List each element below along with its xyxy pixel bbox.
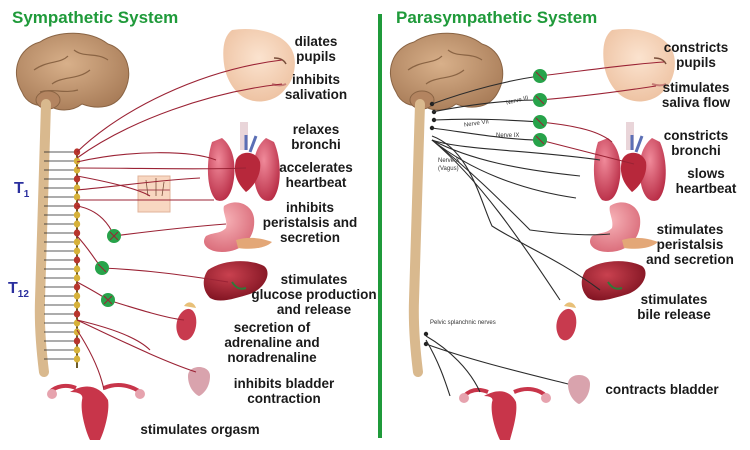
chain-ganglion xyxy=(73,256,81,264)
chain-ganglion xyxy=(73,175,81,183)
uterus-right xyxy=(459,387,551,440)
effect-stimulates-glucose: stimulates glucose production and releas… xyxy=(251,272,377,317)
face-right xyxy=(603,28,675,102)
liver-right xyxy=(581,261,646,301)
parasympathetic-postganglionic xyxy=(539,61,665,165)
face-left xyxy=(223,28,295,102)
chain-ganglion xyxy=(73,211,81,219)
nerve-x-label: Nerve X xyxy=(438,158,460,164)
chain-ganglion xyxy=(73,265,81,273)
effect-inhibits-peristalsis: inhibits peristalsis and secretion xyxy=(262,200,358,245)
sympathetic-nerves xyxy=(76,59,283,391)
chain-ganglion xyxy=(73,229,81,237)
parasympathetic-nerves xyxy=(425,75,611,397)
effect-stimulates-peristalsis: stimulates peristalsis and secretion xyxy=(646,222,734,267)
chain-ganglion xyxy=(73,337,81,345)
spinal-cord-left xyxy=(34,99,51,377)
t1-label: T1 xyxy=(14,180,30,201)
pancreas-left xyxy=(236,237,272,249)
nerve-ix-label: Nerve IX xyxy=(496,133,520,139)
effect-stimulates-bile: stimulates bile release xyxy=(637,292,711,322)
chain-ganglion xyxy=(73,328,81,336)
sympathetic-chain xyxy=(44,148,81,368)
bladder-right xyxy=(568,375,590,404)
sympathetic-ganglia xyxy=(95,229,121,307)
effect-constricts-bronchi: constricts bronchi xyxy=(663,128,729,158)
effect-relaxes-bronchi: relaxes bronchi xyxy=(291,122,341,152)
lungs-heart-right xyxy=(593,122,666,201)
kidney-right xyxy=(556,308,577,341)
effect-constricts-pupils: constricts pupils xyxy=(663,40,729,70)
effect-stimulates-saliva: stimulates saliva flow xyxy=(661,80,731,110)
parasympathetic-title: Parasympathetic System xyxy=(396,8,598,27)
lungs-heart-left xyxy=(207,122,280,201)
effect-adrenaline: secretion of adrenaline and noradrenalin… xyxy=(224,320,320,365)
spinal-cord-right xyxy=(408,99,425,377)
parasympathetic-ganglia xyxy=(533,69,547,147)
chain-ganglion xyxy=(73,274,81,282)
chain-ganglion xyxy=(73,184,81,192)
brainstem-dots xyxy=(423,101,437,347)
chain-ganglion xyxy=(73,157,81,165)
chain-ganglion xyxy=(73,355,81,363)
effect-contracts-bladder: contracts bladder xyxy=(605,382,719,397)
uterus-left xyxy=(47,383,145,440)
pelvic-nerves-label: Pelvic splanchnic nerves xyxy=(430,320,496,326)
chain-ganglion xyxy=(73,346,81,354)
effect-inhibits-salivation: inhibits salivation xyxy=(284,72,348,102)
chain-ganglion xyxy=(73,247,81,255)
chain-ganglion xyxy=(73,220,81,228)
effect-inhibits-bladder: inhibits bladder contraction xyxy=(233,376,335,406)
effect-slows-heartbeat: slows heartbeat xyxy=(675,166,737,196)
liver-left xyxy=(203,261,268,301)
effect-stimulates-orgasm: stimulates orgasm xyxy=(140,422,260,437)
chain-ganglion xyxy=(73,283,81,291)
sympathetic-panel xyxy=(15,28,295,440)
panel-divider xyxy=(378,14,382,438)
kidney-left xyxy=(176,308,197,341)
effect-accelerates-heartbeat: accelerates heartbeat xyxy=(279,160,353,190)
parasympathetic-panel xyxy=(389,28,675,440)
chain-ganglion xyxy=(73,292,81,300)
effect-dilates-pupils: dilates pupils xyxy=(294,34,338,64)
chain-ganglion xyxy=(73,193,81,201)
vagus-label: (Vagus) xyxy=(438,166,459,172)
skin-block-left xyxy=(137,175,171,213)
chain-ganglion xyxy=(73,301,81,309)
pancreas-right xyxy=(622,237,658,249)
chain-ganglion xyxy=(73,238,81,246)
chain-ganglion xyxy=(73,310,81,318)
sympathetic-title: Sympathetic System xyxy=(12,8,179,27)
t12-label: T12 xyxy=(8,280,29,301)
brain-left xyxy=(15,32,130,111)
bladder-left xyxy=(188,367,210,396)
